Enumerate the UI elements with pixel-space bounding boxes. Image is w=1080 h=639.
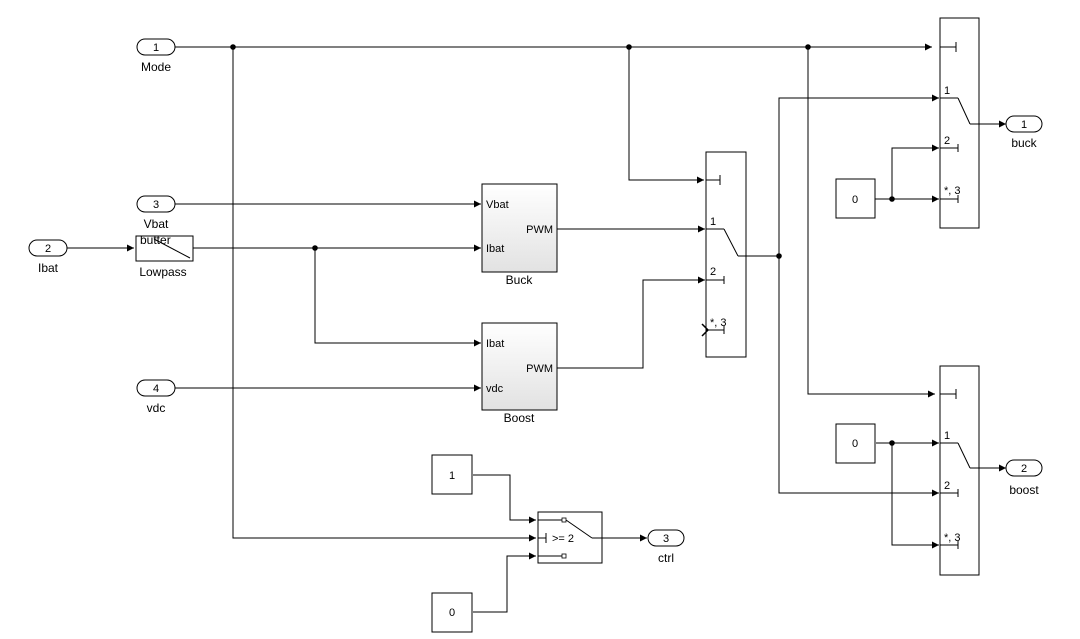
svg-text:2: 2 [45,243,51,255]
inport-mode[interactable]: 1 Mode [136,38,176,74]
svg-text:ctrl: ctrl [658,551,674,565]
svg-text:3: 3 [153,199,159,211]
svg-text:0: 0 [852,438,858,450]
svg-text:0: 0 [852,194,858,206]
constant-block-buck[interactable]: 0 [835,178,876,219]
svg-text:2: 2 [944,135,950,147]
buck-subsystem[interactable]: Vbat Ibat PWM Buck [481,183,558,287]
svg-text:Buck: Buck [506,273,534,287]
svg-text:1: 1 [710,216,716,228]
wire-mid-top [778,94,939,256]
junction-dot [889,440,895,446]
wire-const-bot-3 [891,443,939,549]
wire-const-top-2 [891,144,939,199]
svg-text:Ibat: Ibat [486,243,504,255]
junction-dot [776,253,782,259]
wire-mode-switch-bot [807,47,935,398]
switch-block-ctrl[interactable]: >= 2 [537,511,603,564]
wire-filter-boost [314,248,481,347]
svg-text:vdc: vdc [147,401,166,415]
svg-text:4: 4 [153,383,159,395]
multiport-switch-mid[interactable]: 1 2 *, 3 [701,151,747,358]
inport-vbat[interactable]: 3 Vbat [136,195,176,231]
svg-text:Boost: Boost [504,411,535,425]
svg-text:PWM: PWM [526,224,553,236]
inport-vdc[interactable]: 4 vdc [136,379,176,415]
multiport-switch-buck[interactable]: 1 2 *, 3 [939,17,980,229]
svg-text:butter: butter [140,233,171,247]
wire-boost-pwm [557,276,705,369]
inport-ibat[interactable]: 2 Ibat [28,239,68,275]
svg-text:3: 3 [663,533,669,545]
svg-text:1: 1 [449,470,455,482]
svg-text:Mode: Mode [141,60,171,74]
svg-text:*, 3: *, 3 [710,317,727,329]
svg-text:*, 3: *, 3 [944,185,961,197]
wire-mid-bot [778,256,939,497]
svg-text:Ibat: Ibat [38,261,59,275]
boost-subsystem[interactable]: Ibat vdc PWM Boost [481,322,558,425]
lowpass-filter-block[interactable]: butter Lowpass [135,233,194,279]
junction-dot [626,44,632,50]
wire-mode-switch-mid [628,47,704,184]
junction-dot [805,44,811,50]
svg-text:Vbat: Vbat [486,199,509,211]
wire-const-one [473,474,536,524]
junction-dots [230,44,895,446]
svg-text:Vbat: Vbat [144,217,169,231]
junction-dot [312,245,318,251]
outport-buck[interactable]: 1 buck [1005,115,1043,150]
multiport-switch-boost[interactable]: 1 2 *, 3 [939,365,980,576]
svg-text:buck: buck [1011,136,1037,150]
wire-mode-ctrl [232,47,536,542]
svg-text:1: 1 [944,430,950,442]
junction-dot [889,196,895,202]
constant-block-boost[interactable]: 0 [835,423,876,464]
outport-boost[interactable]: 2 boost [1005,459,1043,497]
constant-block-zero[interactable]: 0 [431,592,473,633]
svg-text:boost: boost [1009,483,1039,497]
svg-text:0: 0 [449,607,455,619]
svg-text:*, 3: *, 3 [944,532,961,544]
constant-block-one[interactable]: 1 [431,454,473,495]
outport-ctrl[interactable]: 3 ctrl [647,529,685,565]
junction-dot [230,44,236,50]
svg-text:PWM: PWM [526,363,553,375]
svg-text:Lowpass: Lowpass [139,265,186,279]
svg-text:1: 1 [153,42,159,54]
svg-text:2: 2 [944,480,950,492]
svg-text:1: 1 [1021,119,1027,131]
svg-text:2: 2 [710,266,716,278]
wire-const-zero [473,552,536,613]
svg-text:1: 1 [944,85,950,97]
svg-text:2: 2 [1021,463,1027,475]
svg-text:>= 2: >= 2 [552,533,574,545]
svg-text:Ibat: Ibat [486,338,504,350]
svg-text:vdc: vdc [486,383,504,395]
signal-lines [67,43,1006,613]
